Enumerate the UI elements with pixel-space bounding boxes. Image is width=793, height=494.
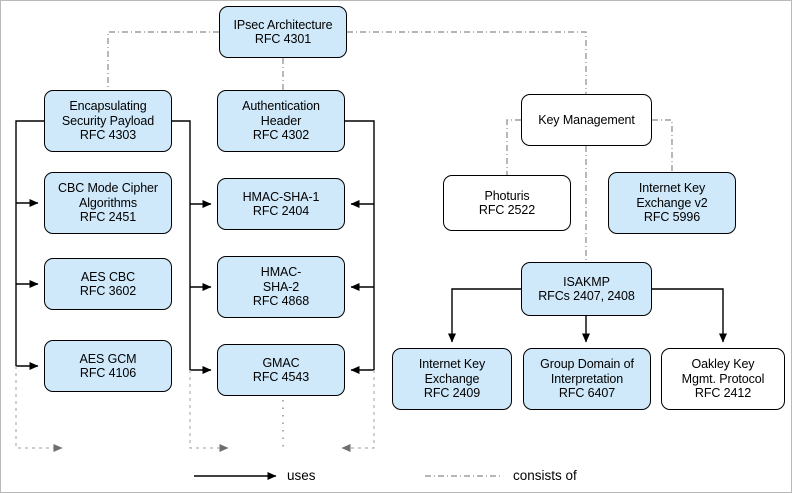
- node-hmac-sha-2[interactable]: HMAC- SHA-2 RFC 4868: [217, 256, 345, 318]
- node-line: RFC 2522: [478, 203, 536, 217]
- node-line: Photuris: [484, 188, 530, 203]
- node-cbc-mode-cipher-algorithms[interactable]: CBC Mode Cipher Algorithms RFC 2451: [44, 172, 172, 234]
- node-aes-gcm[interactable]: AES GCM RFC 4106: [44, 340, 172, 392]
- node-line: RFC 5996: [643, 210, 701, 225]
- node-hmac-sha-1[interactable]: HMAC-SHA-1 RFC 2404: [217, 178, 345, 230]
- node-line: RFC 4868: [252, 294, 310, 309]
- node-line: Mgmt. Protocol: [681, 371, 765, 386]
- node-oakley-key-mgmt-protocol[interactable]: Oakley Key Mgmt. Protocol RFC 2412: [661, 348, 785, 410]
- node-line: Internet Key: [638, 181, 706, 196]
- node-line: Security Payload: [61, 113, 155, 128]
- node-line: Authentication: [242, 99, 320, 114]
- node-line: RFC 2451: [79, 210, 137, 225]
- node-line: RFC 4302: [252, 128, 310, 143]
- node-line: Interpretation: [550, 371, 624, 386]
- node-line: RFC 3602: [79, 284, 137, 298]
- node-isakmp[interactable]: ISAKMP RFCs 2407, 2408: [521, 262, 652, 316]
- node-line: RFCs 2407, 2408: [538, 289, 635, 303]
- node-line: Encapsulating: [69, 99, 147, 114]
- node-line: HMAC-SHA-1: [242, 189, 320, 204]
- node-line: Exchange v2: [636, 195, 708, 210]
- node-photuris[interactable]: Photuris RFC 2522: [443, 175, 571, 231]
- node-line: Key Management: [538, 112, 635, 127]
- node-ipsec-architecture[interactable]: IPsec Architecture RFC 4301: [219, 6, 347, 58]
- node-internet-key-exchange[interactable]: Internet Key Exchange RFC 2409: [392, 348, 512, 410]
- node-line: SHA-2: [262, 279, 300, 294]
- node-line: Group Domain of: [540, 357, 634, 372]
- node-line: ISAKMP: [563, 274, 610, 289]
- node-line: Exchange: [424, 371, 480, 386]
- node-key-management[interactable]: Key Management: [521, 94, 652, 146]
- node-line: CBC Mode Cipher: [58, 181, 158, 196]
- node-line: Internet Key: [418, 357, 486, 372]
- node-aes-cbc[interactable]: AES CBC RFC 3602: [44, 258, 172, 310]
- node-internet-key-exchange-v2[interactable]: Internet Key Exchange v2 RFC 5996: [608, 172, 736, 234]
- node-line: AES GCM: [79, 351, 137, 366]
- node-line: RFC 2412: [694, 386, 752, 401]
- node-line: IPsec Architecture: [233, 17, 333, 32]
- node-line: RFC 4543: [252, 370, 310, 384]
- node-line: GMAC: [262, 355, 300, 370]
- node-line: RFC 2404: [252, 204, 310, 218]
- node-gmac[interactable]: GMAC RFC 4543: [217, 344, 345, 396]
- node-line: RFC 6407: [558, 386, 616, 401]
- node-encapsulating-security-payload[interactable]: Encapsulating Security Payload RFC 4303: [44, 90, 172, 152]
- node-line: HMAC-: [260, 265, 302, 280]
- node-line: RFC 4301: [254, 32, 312, 46]
- node-line: RFC 4106: [79, 366, 137, 380]
- node-line: AES CBC: [80, 269, 136, 284]
- node-line: Oakley Key: [691, 357, 755, 372]
- node-group-domain-of-interpretation[interactable]: Group Domain of Interpretation RFC 6407: [523, 348, 651, 410]
- legend-consists-of-label: consists of: [513, 468, 577, 483]
- node-authentication-header[interactable]: Authentication Header RFC 4302: [217, 90, 345, 152]
- node-line: Algorithms: [78, 195, 138, 210]
- node-line: Header: [260, 113, 302, 128]
- node-line: RFC 2409: [423, 386, 481, 401]
- legend-uses-label: uses: [287, 468, 316, 483]
- node-line: RFC 4303: [79, 128, 137, 143]
